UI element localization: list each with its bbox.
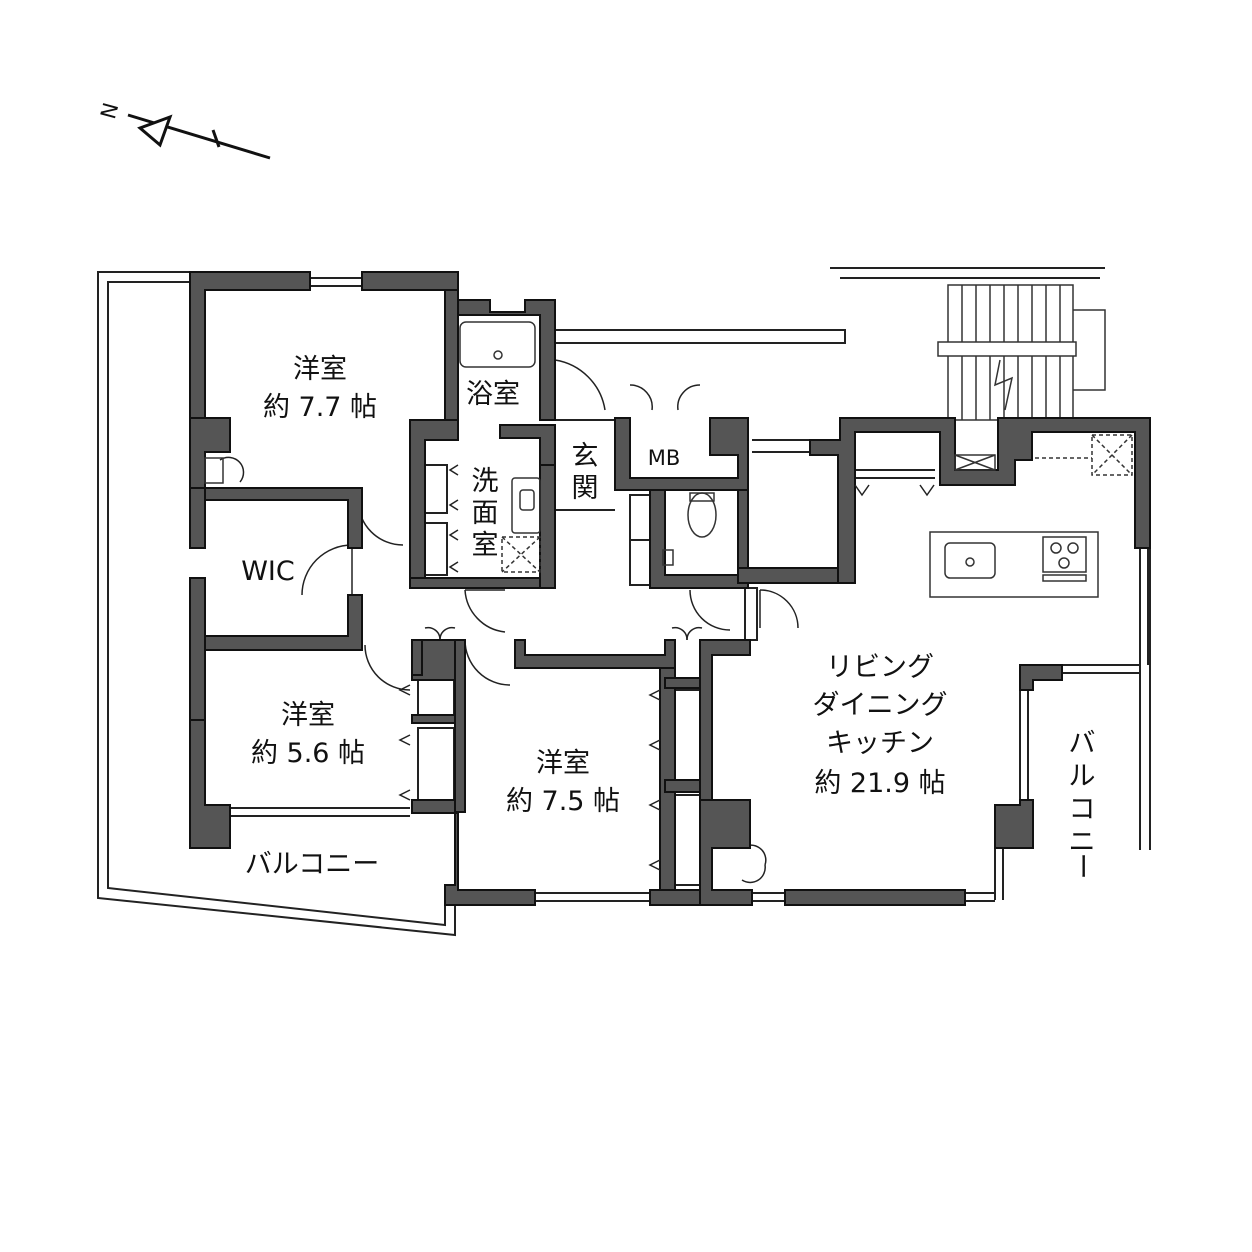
- bedroom3-name: 洋室: [536, 748, 590, 779]
- entrance-char-1: 玄: [572, 441, 599, 472]
- balcony-south-label: バルコニー: [245, 849, 379, 880]
- kitchen-counter: [929, 531, 1099, 598]
- washer-pan-icon: [501, 536, 541, 573]
- balcony-east-label: バ ル コ ニ ー: [1066, 728, 1097, 880]
- staircase: [937, 284, 1106, 421]
- washroom-char-3: 室: [472, 530, 499, 561]
- fixtures: [204, 321, 1133, 598]
- compass-north-label: N: [95, 100, 122, 121]
- balcony-east-char-4: ニ: [1069, 827, 1096, 858]
- entrance-label: 玄 関: [572, 441, 599, 504]
- balcony-east-char-2: ル: [1069, 761, 1096, 792]
- cooktop-icon: [1042, 536, 1087, 573]
- mb-label: MB: [648, 446, 681, 470]
- north-arrow-icon: [127, 113, 271, 160]
- washroom-char-2: 面: [472, 498, 499, 529]
- balcony-east-char-3: コ: [1069, 794, 1096, 825]
- balcony-east-char-1: バ: [1069, 728, 1096, 759]
- bath-label: 浴室: [466, 379, 520, 410]
- balcony-east-char-5: ー: [1066, 853, 1097, 880]
- room-bedroom1: 洋室 約 7.7 帖: [263, 354, 377, 423]
- washroom-label: 洗 面 室: [472, 466, 499, 561]
- room-bedroom2: 洋室 約 5.6 帖: [251, 700, 365, 769]
- ldk-line1: リビング: [826, 652, 934, 683]
- bathtub-icon: [459, 321, 536, 368]
- wic-label: WIC: [241, 556, 295, 587]
- ldk-size: 約 21.9 帖: [814, 768, 945, 799]
- bedroom2-size: 約 5.6 帖: [251, 738, 365, 769]
- bedroom1-size: 約 7.7 帖: [263, 392, 377, 423]
- walls: [189, 271, 1151, 906]
- room-bedroom3: 洋室 約 7.5 帖: [506, 748, 620, 817]
- bedroom1-name: 洋室: [293, 354, 347, 385]
- washbasin-icon: [511, 477, 541, 534]
- ldk-line3: キッチン: [826, 728, 934, 759]
- kitchen-sink-icon: [944, 542, 996, 579]
- closet-markers: [398, 464, 935, 871]
- room-ldk: リビング ダイニング キッチン 約 21.9 帖: [813, 652, 948, 799]
- interior-thin-lines: [194, 277, 1149, 902]
- ldk-line2: ダイニング: [813, 690, 948, 721]
- toilet-icon: [687, 492, 717, 538]
- entrance-char-2: 関: [572, 473, 599, 504]
- bedroom3-size: 約 7.5 帖: [506, 786, 620, 817]
- bedroom2-name: 洋室: [281, 700, 335, 731]
- balcony-outline-west: [97, 271, 456, 937]
- washroom-char-1: 洗: [472, 466, 499, 497]
